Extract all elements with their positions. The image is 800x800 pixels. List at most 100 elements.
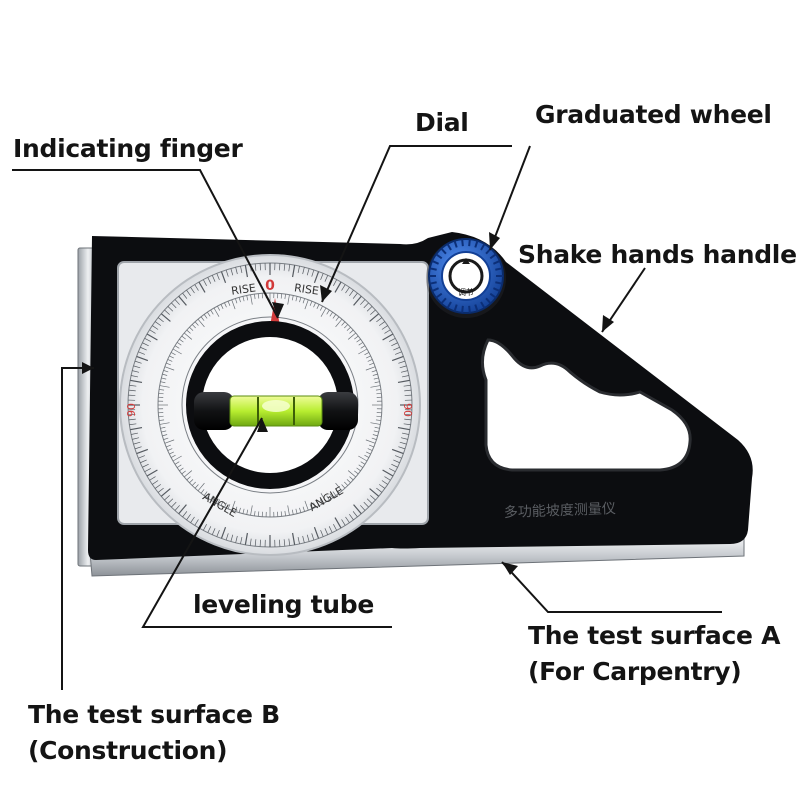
dial-tick-inner	[164, 366, 175, 371]
dial-tick-inner	[344, 481, 349, 486]
dial-tick	[288, 538, 291, 546]
dial-tick-inner	[369, 444, 374, 448]
dial-tick	[128, 418, 136, 421]
dial-tick	[376, 487, 383, 493]
dial-tick-inner	[335, 482, 343, 492]
dial-tick-inner	[250, 294, 253, 305]
dial-tick-inner	[159, 385, 170, 388]
dial-tick-inner	[183, 332, 193, 340]
dial-tick-inner	[376, 392, 382, 395]
dial-tick	[154, 321, 161, 326]
dial-tick-inner	[367, 359, 373, 362]
wheel-tooth	[474, 304, 479, 312]
dial-tick	[244, 532, 249, 545]
dial-tick-inner	[304, 299, 309, 310]
dial-tick-inner	[164, 439, 175, 444]
dial-tick-inner	[316, 304, 320, 309]
dial-tick-inner	[370, 422, 381, 425]
dial-tick	[160, 313, 171, 322]
dial-tick-inner	[356, 338, 361, 343]
dial-tick	[352, 292, 358, 299]
dial-tick	[333, 279, 337, 286]
dial-tick	[144, 468, 151, 472]
dial-tick-inner	[217, 305, 221, 311]
dial-tick-inner	[213, 307, 220, 317]
dial-tick	[140, 459, 147, 464]
dial-tick	[190, 287, 195, 294]
dial-tick	[397, 379, 410, 384]
dial-tick-inner	[224, 502, 227, 508]
leveling-tube	[194, 392, 358, 430]
dial-tick-inner	[238, 297, 241, 303]
dial-tick-inner	[200, 489, 205, 494]
dial-tick	[398, 446, 406, 450]
dial-tick	[132, 370, 140, 373]
dial-tick-inner	[375, 389, 381, 391]
dial-tick	[154, 484, 161, 489]
dial-tick	[131, 375, 139, 378]
ninety-mark-right: 90	[401, 403, 414, 417]
brand-text: 多功能坡度测量仪	[504, 500, 617, 521]
dial-tick	[171, 501, 177, 508]
dial-tick	[345, 516, 350, 523]
wheel-tooth	[461, 239, 464, 247]
dial-tick-inner	[354, 335, 359, 340]
dial-tick	[178, 504, 187, 515]
graduated-wheel: 调节	[426, 238, 506, 318]
dial-tick	[146, 333, 158, 341]
dial-tick-inner	[367, 448, 373, 451]
dial-tick-inner	[170, 352, 176, 356]
dial-tick	[360, 505, 366, 511]
dial-tick-inner	[372, 434, 378, 437]
dial-tick	[397, 426, 410, 431]
dial-tick-inner	[197, 318, 205, 328]
dial-tick	[334, 281, 342, 293]
dial-tick-inner	[160, 426, 166, 429]
dial-tick-inner	[227, 301, 231, 306]
dial-tick-inner	[163, 370, 169, 373]
dial-tick-inner	[280, 293, 283, 299]
dial-tick	[174, 505, 180, 511]
dial-tick-inner	[360, 345, 366, 349]
dial-tick	[376, 317, 383, 323]
dial-tick-inner	[159, 419, 165, 421]
dial-tick	[381, 325, 388, 330]
dial-tick-inner	[220, 501, 224, 506]
dial-tick-inner	[166, 444, 171, 448]
dial-tick-inner	[257, 511, 260, 517]
zero-mark: 0	[265, 278, 275, 294]
dial-tick-inner	[320, 493, 327, 503]
dial-tick	[132, 437, 140, 440]
dial-tick	[198, 281, 206, 293]
dial-tick	[302, 535, 305, 543]
dial-tick	[401, 375, 409, 378]
dial-tick	[138, 455, 145, 459]
label-shake-hands-handle: Shake hands handle	[518, 240, 797, 269]
dial-tick-inner	[167, 359, 173, 362]
dial-tick	[152, 480, 159, 485]
dial-tick-inner	[326, 309, 330, 315]
dial-tick-inner	[231, 500, 236, 511]
dial-tick	[353, 504, 362, 515]
wheel-tooth	[453, 304, 458, 312]
dial-tick-inner	[319, 305, 323, 311]
label-test-surface-b-line1: The test surface B	[28, 700, 280, 729]
dial-tick	[178, 295, 187, 306]
dial-tick-inner	[161, 430, 167, 433]
dial-tick-inner	[370, 385, 381, 388]
wheel-tooth	[446, 243, 452, 251]
dial-tick	[249, 538, 252, 546]
wheel-tooth	[431, 260, 440, 265]
label-test-surface-b: The test surface B (Construction)	[28, 697, 280, 769]
dial-tick	[216, 273, 220, 280]
label-test-surface-b-line2: (Construction)	[28, 736, 228, 765]
dial-tick	[211, 528, 216, 535]
dial-tick	[313, 526, 320, 539]
dial-tick-inner	[364, 454, 370, 458]
dial-tick-inner	[227, 504, 231, 509]
dial-tick-inner	[344, 324, 349, 329]
dial-tick	[363, 501, 369, 508]
dial-tick	[182, 511, 188, 518]
dial-tick-inner	[257, 293, 260, 299]
